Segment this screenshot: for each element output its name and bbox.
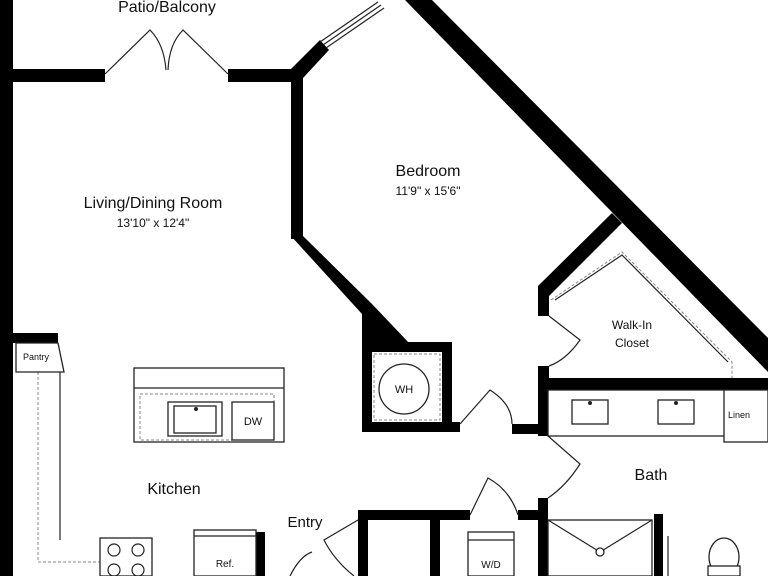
closet-door [548,315,581,367]
wh-bottom-wall [362,422,460,432]
laundry-left-wall [358,510,368,576]
closet-rod-line [554,254,729,363]
entry-door-swing [289,551,313,576]
shower-drain [595,547,605,557]
walkin-label-line2: Closet [615,336,650,350]
washer-dryer-label: W/D [481,560,500,571]
water-heater-label: WH [395,384,413,396]
diagonal-living-wall [291,236,372,314]
shower-wall [654,514,663,576]
bedroom-label: Bedroom [396,163,461,180]
laundry-right-top-wall [518,510,548,520]
dishwasher [231,401,275,441]
walkin-label-line1: Walk-In [612,318,652,332]
bedroom-corner-wall [291,40,329,78]
top-wall-left [0,69,105,82]
linen-label: Linen [728,410,750,420]
pantry-top-wall [0,333,58,343]
diagonal-exterior-wall [405,0,768,372]
kitchen-island: DW [133,367,285,443]
top-wall-right [228,69,303,82]
toilet [707,537,741,576]
entry-door [323,519,359,576]
entry-label: Entry [287,514,323,531]
water-heater: WH [373,353,441,421]
pantry: Pantry [15,342,65,373]
bedroom-door [459,389,513,425]
laundry-door [469,477,519,516]
refrigerator: Ref. [193,529,257,576]
wh-closet-outline [373,353,441,421]
closet-left-wall-top [538,286,549,316]
washer-dryer-box [467,531,515,576]
washer-dryer: W/D [467,531,515,576]
doors [104,1,581,576]
wh-left-wall [362,342,372,430]
laundry-top-wall [358,510,470,520]
pantry-shelf [15,342,65,373]
range [99,537,153,576]
bedroom-slider [319,1,385,49]
island-faucet [194,407,198,411]
closet-diagonal-wall [538,213,622,296]
kitchen-label: Kitchen [147,481,200,498]
closet-left-wall-bottom [538,366,549,380]
left-exterior-wall [0,0,13,576]
wh-corner-wall [362,304,410,344]
shower [547,514,669,576]
living-room-size: 13'10" x 12'4" [117,216,190,230]
refrigerator-box [193,529,257,576]
pantry-label: Pantry [23,352,50,362]
water-heater-tank [378,363,430,415]
patio-door-right [167,29,229,75]
bath-left-wall-bottom [538,498,548,576]
bath-top-wall [538,378,768,390]
bedroom-size: 11'9" x 15'6" [396,184,461,198]
living-bedroom-wall [291,69,303,239]
hall-wall [512,424,548,434]
living-room-label: Living/Dining Room [84,195,223,212]
bath-door [547,435,581,499]
wh-top-wall [362,342,452,352]
wh-right-wall [442,342,452,430]
bath-label: Bath [635,467,668,484]
refrigerator-label: Ref. [216,559,234,570]
closet-shelf-line [550,251,733,378]
linen-closet [723,389,768,443]
bath-vanity: Linen [547,389,768,443]
stove [99,537,153,576]
dishwasher-label: DW [244,416,263,428]
kitchen-end-wall [256,532,265,576]
patio-door-left [104,29,167,75]
laundry-divider-wall [430,510,440,576]
patio-label: Patio/Balcony [118,0,216,16]
kitchen-counter-line [37,372,100,563]
shelving [37,251,733,563]
bath-left-wall-top [538,378,548,436]
